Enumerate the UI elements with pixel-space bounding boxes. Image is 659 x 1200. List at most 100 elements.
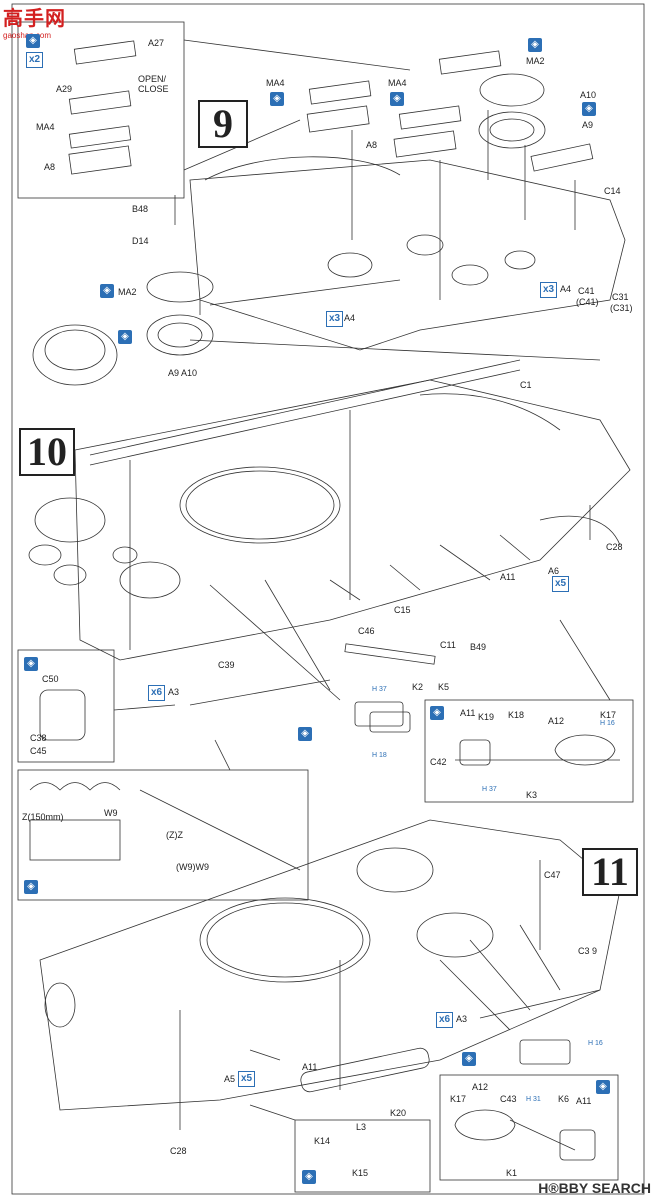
label-k2: K2 [412, 682, 424, 692]
label-a11-step11: A11 [302, 1062, 318, 1072]
label-b48: B48 [132, 204, 149, 214]
label-w9: W9 [104, 808, 118, 818]
label-a12: A12 [548, 716, 565, 726]
track-link-step11 [519, 1039, 571, 1065]
label-k14: K14 [314, 1136, 331, 1146]
turret-ring-step11 [199, 897, 371, 983]
label-ma4: MA4 [36, 122, 55, 132]
multiplier-badge: x3 [326, 311, 344, 327]
label-k17: K17 [600, 710, 617, 720]
label-a11: A11 [500, 572, 516, 582]
label-a9: A9 [582, 120, 594, 130]
label-c1: C1 [520, 380, 532, 390]
step-number-9: 9 [198, 100, 248, 148]
label-a9-a10: A9 A10 [168, 368, 198, 378]
turret-ring-step10 [179, 466, 341, 544]
label-ma2-right: MA2 [526, 56, 545, 66]
label-a3: A3 [168, 687, 180, 697]
paint-ref: H 37 [482, 786, 497, 793]
label-a3-step11: A3 [456, 1014, 468, 1024]
glue-icon: ◈ [24, 657, 38, 671]
label-k18: K18 [508, 710, 525, 720]
label-a8-step9: A8 [366, 140, 378, 150]
step11-inset-right [439, 1074, 619, 1181]
label-c15: C15 [394, 605, 411, 615]
paint-ref: H 16 [588, 1040, 603, 1047]
label-a4-mid: A4 [344, 313, 356, 323]
glue-icon: ◈ [430, 706, 444, 720]
label-l3: L3 [356, 1122, 367, 1132]
label-c31: C31 [612, 292, 629, 302]
paint-ref: H 37 [372, 686, 387, 693]
label-ma2-left: MA2 [118, 287, 137, 297]
mesh-screen-ma2-left [146, 271, 214, 303]
track-run-w9 [29, 819, 121, 861]
label-a6: A6 [548, 566, 560, 576]
label-ma4-1: MA4 [266, 78, 285, 88]
label-c38: C38 [30, 733, 47, 743]
glue-icon: ◈ [298, 727, 312, 741]
label-c45: C45 [30, 746, 47, 756]
label-k19: K19 [478, 712, 495, 722]
step-number-11: 11 [582, 848, 638, 896]
label-a8: A8 [44, 162, 56, 172]
label-ma4-2: MA4 [388, 78, 407, 88]
paint-ref: H 31 [526, 1096, 541, 1103]
glue-icon: ◈ [528, 38, 542, 52]
step9-hull-deck [189, 159, 626, 351]
label-k6: K6 [558, 1094, 570, 1104]
label-k15: K15 [352, 1168, 369, 1178]
label-a5: A5 [224, 1074, 236, 1084]
label-zz: (Z)Z [166, 830, 183, 840]
step10-hull-top [74, 379, 631, 661]
step11-hull-bottom [39, 819, 621, 1111]
label-k5: K5 [438, 682, 450, 692]
label-a10: A10 [580, 90, 597, 100]
label-c41-paren: (C41) [576, 297, 599, 307]
glue-icon: ◈ [270, 92, 284, 106]
label-c39: C39 [218, 660, 235, 670]
label-c28: C28 [606, 542, 623, 552]
label-open-close: OPEN/ CLOSE [138, 74, 169, 94]
label-c11: C11 [440, 640, 456, 650]
label-c41: C41 [578, 286, 595, 296]
glue-icon: ◈ [302, 1170, 316, 1184]
paint-ref: H 18 [372, 752, 387, 759]
multiplier-badge: x2 [26, 52, 44, 68]
label-a29: A29 [56, 84, 73, 94]
logo-text: 高手网 [3, 6, 66, 30]
glue-icon: ◈ [462, 1052, 476, 1066]
label-a4-right: A4 [560, 284, 572, 294]
mesh-screen-ma2-right [479, 73, 545, 107]
hobbysearch-watermark: H®BBY SEARCH [538, 1180, 651, 1196]
label-w9w9: (W9)W9 [176, 862, 209, 872]
page-frame [11, 3, 645, 1195]
multiplier-badge: x6 [148, 685, 166, 701]
label-k1: K1 [506, 1168, 518, 1178]
glue-icon: ◈ [26, 34, 40, 48]
label-d14: D14 [132, 236, 149, 246]
label-c14: C14 [604, 186, 621, 196]
label-a11-inset11: A11 [576, 1096, 592, 1106]
step10-inset-left [17, 649, 115, 763]
paint-ref: H 16 [600, 720, 615, 727]
label-a12-step11: A12 [472, 1082, 489, 1092]
step9-inset-box [17, 21, 185, 199]
label-c39-step11: C3 9 [578, 946, 598, 956]
label-b49: B49 [470, 642, 487, 652]
glue-icon: ◈ [118, 330, 132, 344]
multiplier-badge: x5 [552, 576, 570, 592]
label-c42: C42 [430, 757, 447, 767]
multiplier-badge: x3 [540, 282, 558, 298]
step11-inset-small [294, 1119, 431, 1193]
label-c31-paren: (C31) [610, 303, 633, 313]
step10-inset-right [424, 699, 634, 803]
glue-icon: ◈ [582, 102, 596, 116]
label-c50: C50 [42, 674, 59, 684]
step-number-10: 10 [19, 428, 75, 476]
glue-icon: ◈ [24, 880, 38, 894]
label-k3: K3 [526, 790, 538, 800]
label-c43: C43 [500, 1094, 517, 1104]
label-c46: C46 [358, 626, 375, 636]
